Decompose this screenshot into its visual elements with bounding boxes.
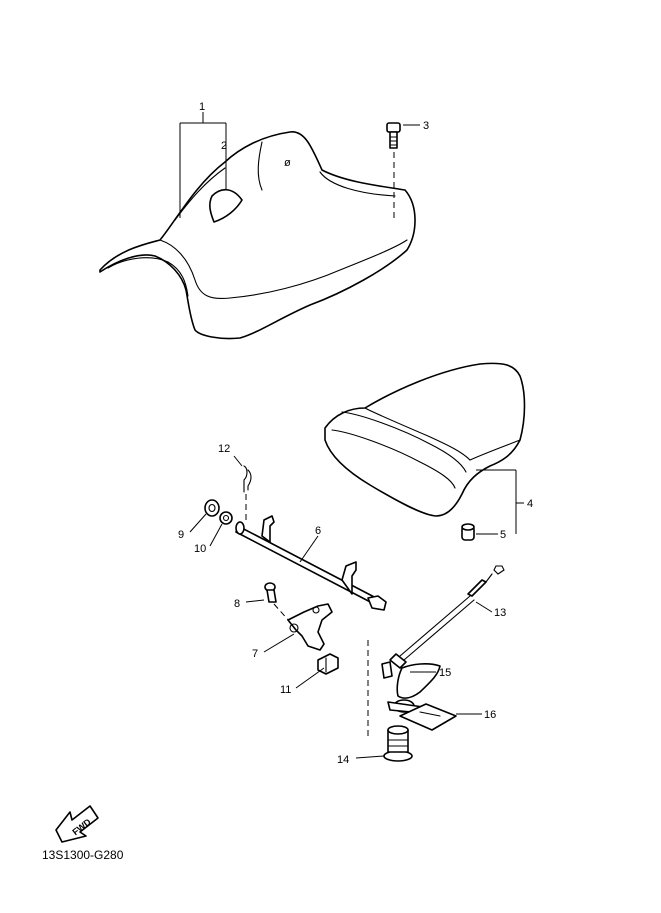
callout-labels: 1 2 3 4 5 6 7 8 9 10 11 12 13 14 15 16 (178, 101, 533, 766)
bracket-clip (317, 653, 339, 675)
seat-lock-rod (235, 515, 387, 611)
seat-bolt (386, 122, 401, 222)
callout-11: 11 (280, 684, 291, 696)
rider-seat: ø (99, 131, 416, 340)
callout-8: 8 (234, 598, 240, 610)
svg-text:ø: ø (284, 157, 291, 169)
callout-leads-lock (189, 455, 493, 759)
callout-9: 9 (178, 529, 184, 541)
rubber-damper (461, 523, 475, 541)
callout-12: 12 (218, 443, 230, 455)
passenger-seat (324, 362, 526, 517)
callout-5: 5 (500, 529, 506, 541)
collar (204, 499, 220, 517)
cotter-pin (243, 465, 252, 520)
figure-code: 13S1300-G280 (42, 848, 124, 862)
callout-1: 1 (199, 101, 205, 113)
lock-plate (399, 703, 457, 731)
seat-lock-cable (381, 565, 505, 679)
callout-leads-passenger (476, 469, 524, 535)
callout-leads-rider (179, 112, 420, 218)
callout-16: 16 (484, 709, 496, 721)
lock-bracket (287, 603, 333, 651)
fwd-arrow-icon: FWD (55, 805, 99, 843)
callout-14: 14 (337, 754, 349, 766)
callout-15: 15 (439, 667, 451, 679)
main-switch-lock (367, 640, 413, 762)
callout-10: 10 (194, 543, 206, 555)
bracket-bolt (264, 582, 291, 623)
callout-2: 2 (221, 140, 227, 152)
callout-3: 3 (423, 120, 429, 132)
callout-13: 13 (494, 607, 506, 619)
callout-6: 6 (315, 525, 321, 537)
callout-4: 4 (527, 498, 533, 510)
callout-7: 7 (252, 648, 258, 660)
washer (219, 511, 233, 525)
